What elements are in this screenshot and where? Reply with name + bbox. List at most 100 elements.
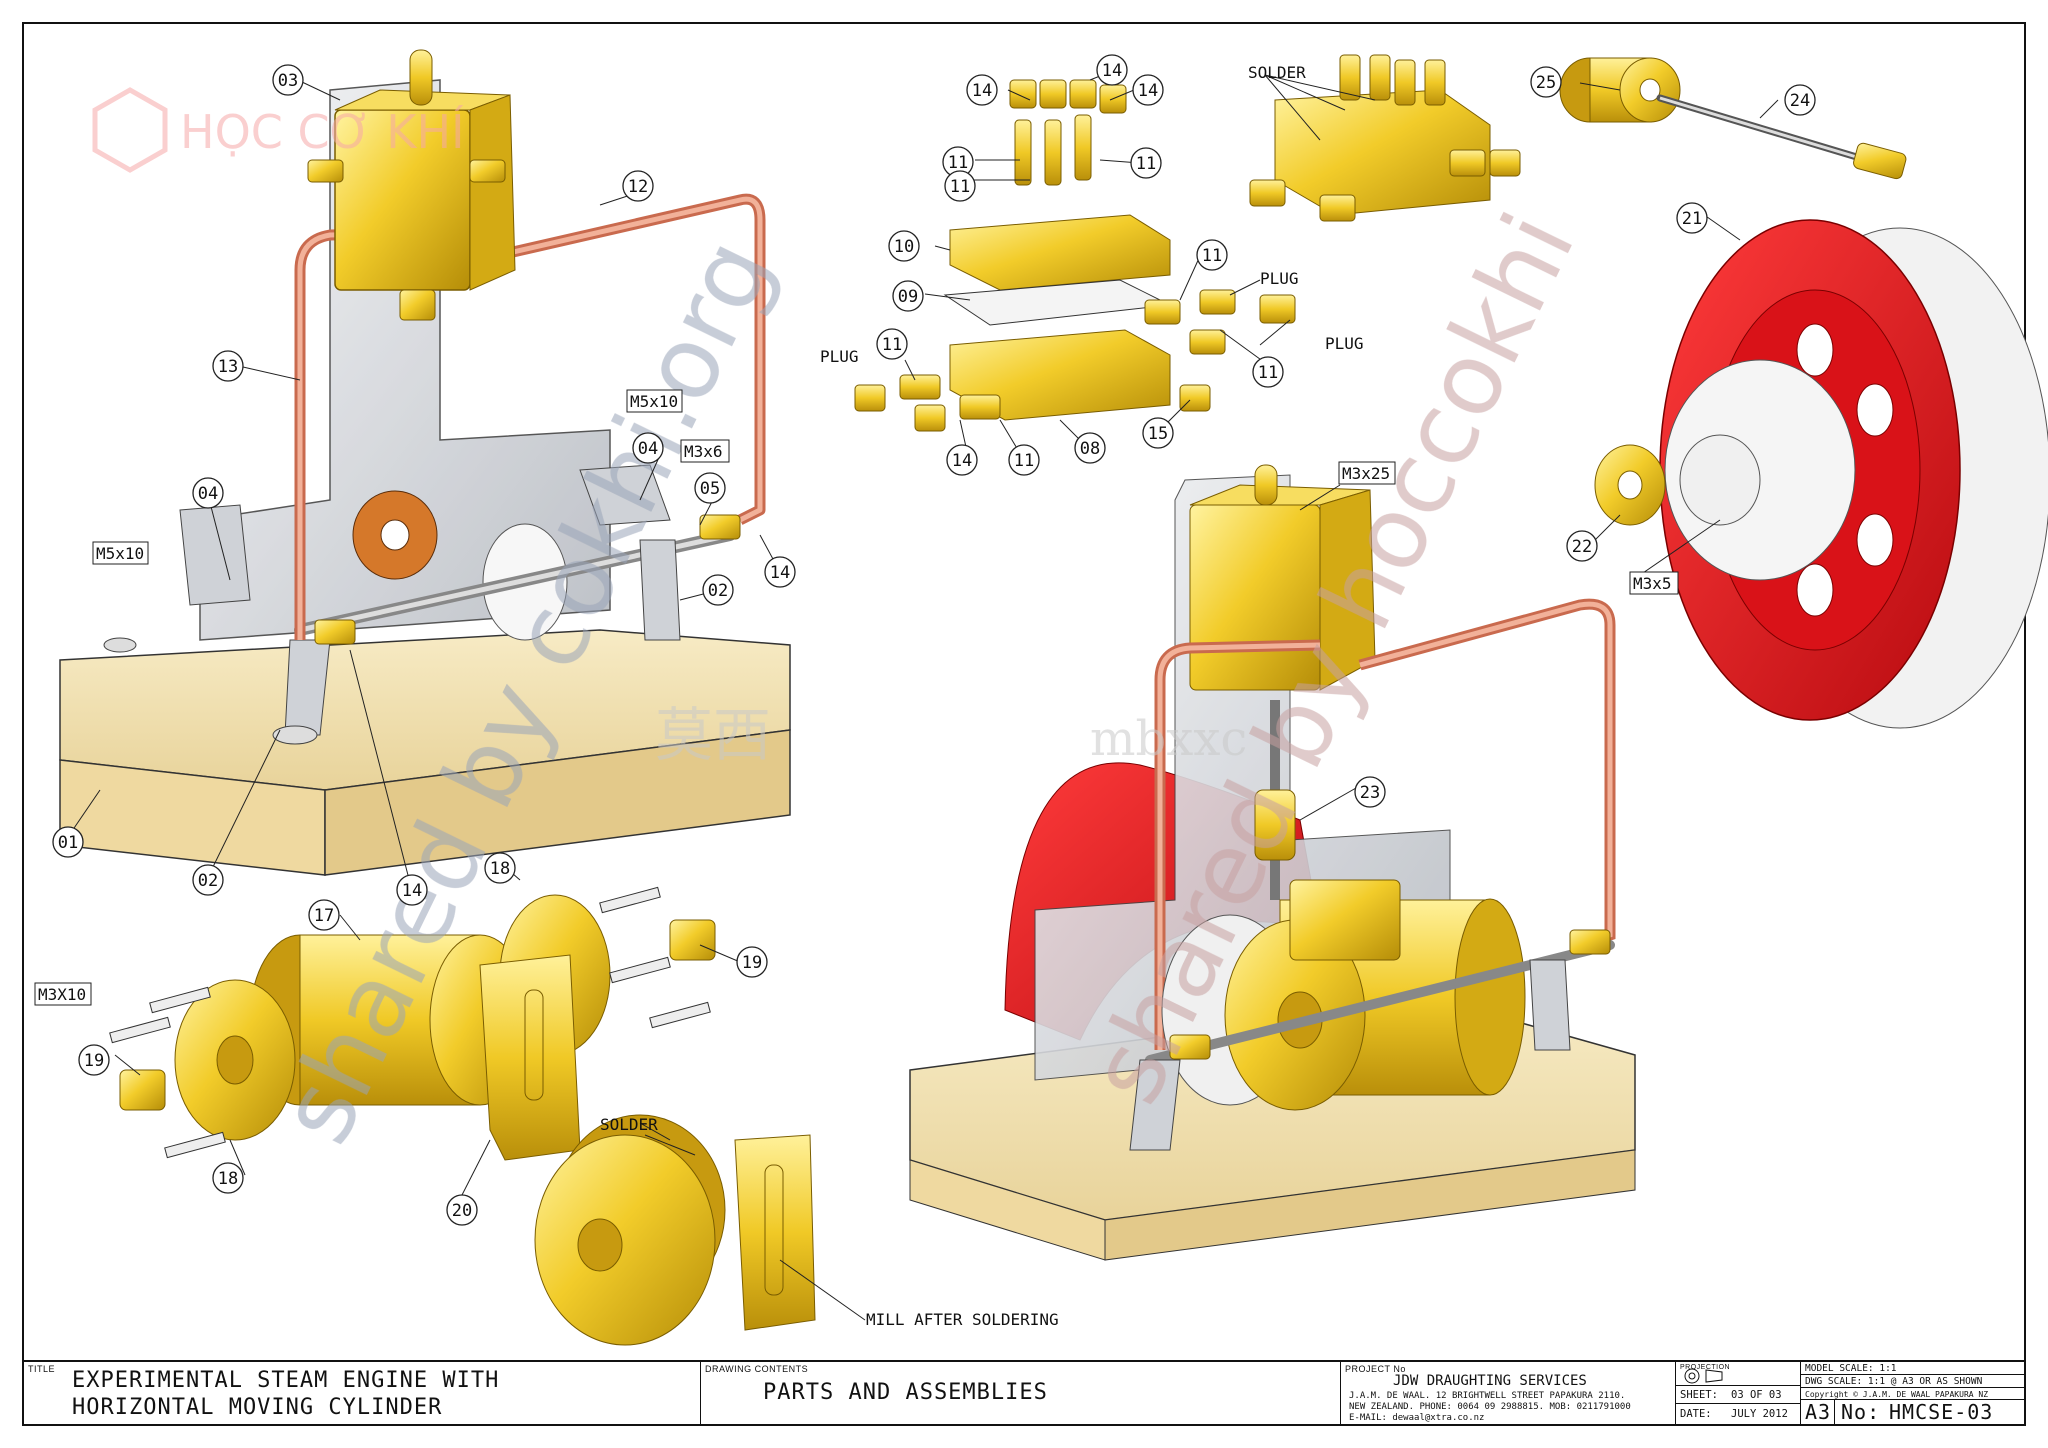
note-plug-1: PLUG (1260, 269, 1299, 288)
callout-c11b: 11 (1136, 154, 1156, 174)
callout-c14b: 14 (402, 881, 422, 901)
callout-circle (736, 946, 768, 978)
projection-caption: PROJECTION (1680, 1364, 1731, 1371)
paper-size: A3 (1805, 1400, 1836, 1424)
contents-caption: DRAWING CONTENTS (705, 1364, 809, 1374)
callout-c11c: 11 (950, 177, 970, 197)
projection-symbol-icon (1684, 1368, 1723, 1384)
callout-circle (1530, 66, 1562, 98)
callout-c20: 20 (452, 1201, 472, 1221)
callout-circle (1132, 74, 1164, 106)
note-plug-3: PLUG (820, 347, 859, 366)
label-m3x5: M3x5 (1633, 574, 1672, 593)
address-line1: J.A.M. DE WAAL. 12 BRIGHTWELL STREET PAP… (1349, 1391, 1626, 1401)
callout-c19b: 19 (84, 1051, 104, 1071)
callout-c15: 15 (1148, 424, 1168, 444)
sheet-label: SHEET: (1680, 1389, 1718, 1401)
callout-c11d: 11 (882, 335, 902, 355)
callout-circle (396, 874, 428, 906)
callout-c23: 23 (1360, 783, 1380, 803)
date-label: DATE: (1680, 1408, 1712, 1420)
dwg-no-label: No: (1841, 1400, 1881, 1424)
drawing-title-line1: EXPERIMENTAL STEAM ENGINE WITH (72, 1368, 500, 1393)
valve-body-08 (949, 329, 1171, 421)
title-block: TITLE EXPERIMENTAL STEAM ENGINE WITH HOR… (24, 1360, 2024, 1424)
watermark-logo: HỌC CƠ KHÍ (180, 105, 465, 159)
cylinder-exploded-parts (109, 886, 816, 1346)
callout-c22: 22 (1572, 537, 1592, 557)
callout-circle (1252, 356, 1284, 388)
callout-circle (1784, 84, 1816, 116)
sheet-value: 03 OF 03 (1731, 1389, 1782, 1401)
callout-c12: 12 (628, 177, 648, 197)
dwg-no: HMCSE-03 (1889, 1400, 1994, 1424)
callout-circle (946, 444, 978, 476)
sheet-cell: PROJECTION SHEET: 03 OF 03 DATE: JULY 20… (1676, 1362, 1801, 1424)
callout-circle (212, 350, 244, 382)
date-value: JULY 2012 (1731, 1408, 1788, 1420)
soldered-cylinder (534, 1134, 716, 1346)
callout-c14a: 14 (770, 563, 790, 583)
note-mill-after-soldering: MILL AFTER SOLDERING (866, 1310, 1059, 1329)
callout-circle (446, 1194, 478, 1226)
flywheel-21 (1594, 219, 2048, 729)
model-scale: MODEL SCALE: 1:1 (1805, 1363, 1897, 1374)
callout-c04a: 04 (198, 484, 218, 504)
callout-c14c: 14 (972, 81, 992, 101)
callout-c09: 09 (898, 287, 918, 307)
callout-c21: 21 (1682, 209, 1702, 229)
label-m3x25: M3x25 (1342, 464, 1390, 483)
sheet-border (22, 22, 2026, 1426)
callout-c17: 17 (314, 906, 334, 926)
callout-circle (1074, 432, 1106, 464)
watermark-cjk: 莫西 (655, 701, 771, 769)
callout-c14f: 14 (952, 451, 972, 471)
watermark-mid: mbxxc (1090, 711, 1247, 767)
callout-circle (694, 472, 726, 504)
callout-circle (876, 328, 908, 360)
label-m5x10-top: M5x10 (630, 392, 678, 411)
callout-c25: 25 (1536, 73, 1556, 93)
address-line3: E-MAIL: dewaal@xtra.co.nz (1349, 1413, 1485, 1423)
note-solder-top: SOLDER (1248, 63, 1306, 82)
callout-c10: 10 (894, 237, 914, 257)
valve-exploded-parts (854, 54, 1521, 432)
drawing-contents-cell: DRAWING CONTENTS PARTS AND ASSEMBLIES (701, 1362, 1341, 1424)
scale-cell: MODEL SCALE: 1:1 DWG SCALE: 1:1 @ A3 OR … (1801, 1362, 2024, 1424)
callout-circle (1142, 417, 1174, 449)
callout-circle (308, 899, 340, 931)
callout-circle (888, 230, 920, 262)
callout-c19a: 19 (742, 953, 762, 973)
callout-circle (1130, 147, 1162, 179)
callout-circle (1008, 444, 1040, 476)
callout-circle (702, 574, 734, 606)
callout-circle (632, 432, 664, 464)
callout-circle (192, 477, 224, 509)
callout-c04b: 04 (638, 439, 658, 459)
gasket-09 (943, 279, 1172, 326)
callout-circle (966, 74, 998, 106)
callout-circle (1566, 530, 1598, 562)
note-solder-bottom: SOLDER (600, 1115, 658, 1134)
callout-circle (212, 1162, 244, 1194)
callout-circle (764, 556, 796, 588)
valve-cover-10 (949, 214, 1171, 291)
drawing-title-line2: HORIZONTAL MOVING CYLINDER (72, 1395, 443, 1420)
callout-circle (484, 852, 516, 884)
copyright: Copyright © J.A.M. DE WAAL PAPAKURA NZ (1805, 1390, 1989, 1399)
boxed-labels: M5x10 M5x10 M3x6 M3x25 M3x5 M3X10 (34, 389, 1679, 1006)
label-m3x6: M3x6 (684, 442, 723, 461)
callout-circle (1676, 202, 1708, 234)
callout-circle (272, 64, 304, 96)
callout-c14e: 14 (1138, 81, 1158, 101)
callout-circle (892, 280, 924, 312)
callout-circle (944, 170, 976, 202)
callout-circle (622, 170, 654, 202)
callout-c14d: 14 (1102, 61, 1122, 81)
callout-c11f: 11 (1258, 363, 1278, 383)
callout-c11g: 11 (1014, 451, 1034, 471)
callout-c02a: 02 (708, 581, 728, 601)
label-m3x10: M3X10 (38, 985, 86, 1004)
title-caption: TITLE (28, 1364, 56, 1374)
